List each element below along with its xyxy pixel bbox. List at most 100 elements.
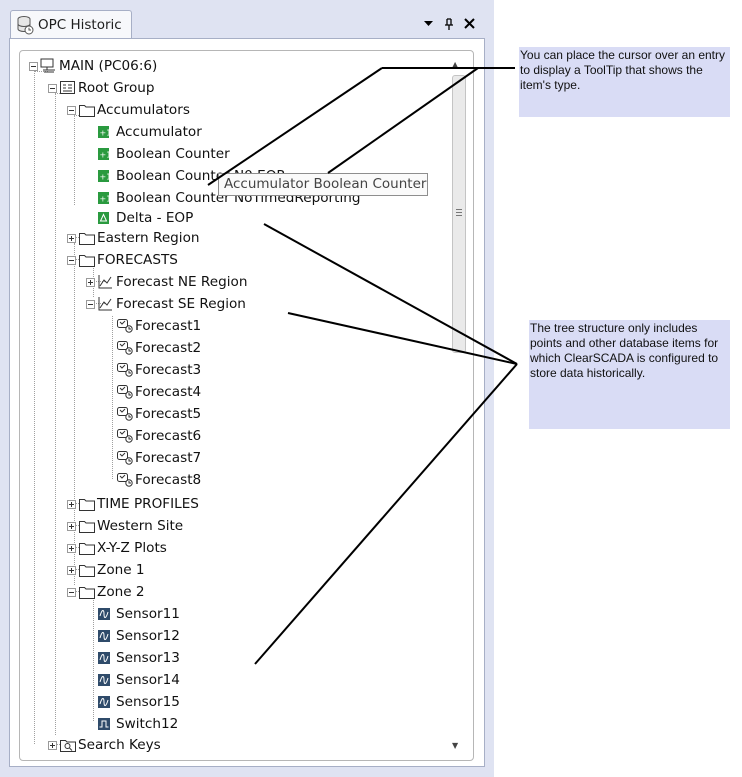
tree-node[interactable]: Forecast3 — [0, 360, 440, 380]
tree-connector-line — [93, 592, 94, 721]
expand-icon[interactable] — [67, 234, 76, 243]
folder-icon — [78, 252, 96, 272]
folder-icon — [78, 562, 96, 582]
tree-node[interactable]: Zone 2 — [0, 582, 440, 602]
forecast-chart-icon — [97, 296, 113, 316]
tree-node[interactable]: Forecast NE Region — [0, 272, 440, 292]
tree-node[interactable]: Sensor11 — [0, 604, 440, 624]
tree-connector-line — [74, 243, 75, 585]
tree-node[interactable]: Eastern Region — [0, 228, 440, 248]
tree-node[interactable]: Sensor14 — [0, 670, 440, 690]
tree-node-label: Forecast1 — [135, 318, 202, 334]
expand-icon[interactable] — [86, 278, 95, 287]
tree-node[interactable]: Forecast2 — [0, 338, 440, 358]
tree-node[interactable]: X-Y-Z Plots — [0, 538, 440, 558]
tree-node[interactable]: Forecast7 — [0, 448, 440, 468]
tree-node[interactable]: Forecast SE Region — [0, 294, 440, 314]
tree-node[interactable]: Zone 1 — [0, 560, 440, 580]
expand-icon[interactable] — [67, 544, 76, 553]
tree-node-label: Accumulator — [116, 124, 202, 140]
folder-icon — [78, 584, 96, 604]
collapse-icon[interactable] — [67, 588, 76, 597]
tree-node[interactable]: Sensor15 — [0, 692, 440, 712]
collapse-icon[interactable] — [86, 300, 95, 309]
tree-node-label: FORECASTS — [97, 252, 178, 268]
scroll-up-icon[interactable]: ▲ — [452, 60, 459, 69]
expand-icon[interactable] — [67, 522, 76, 531]
collapse-icon[interactable] — [48, 84, 57, 93]
tree-node[interactable]: Forecast1 — [0, 316, 440, 336]
folder-icon — [78, 496, 96, 516]
forecast-point-icon — [116, 472, 134, 492]
expand-icon[interactable] — [67, 566, 76, 575]
tree-node[interactable]: Switch12 — [0, 714, 440, 734]
tree-node[interactable]: TIME PROFILES — [0, 494, 440, 514]
scroll-down-icon[interactable]: ▼ — [452, 741, 459, 750]
folder-icon — [78, 518, 96, 538]
accumulator-icon: +1 — [97, 146, 111, 165]
tree-node[interactable]: Forecast6 — [0, 426, 440, 446]
tree-node[interactable]: Sensor13 — [0, 648, 440, 668]
accumulator-icon: +1 — [97, 190, 111, 209]
tree-node[interactable]: Forecast5 — [0, 404, 440, 424]
search-keys-icon — [59, 737, 77, 757]
tree-node[interactable]: Forecast4 — [0, 382, 440, 402]
tree-node-label: Sensor15 — [116, 694, 180, 710]
expand-icon[interactable] — [67, 500, 76, 509]
pin-icon[interactable] — [440, 14, 458, 34]
tree-connector-line — [34, 71, 48, 72]
tree-node-label: Zone 2 — [97, 584, 145, 600]
tree-connector-line — [34, 71, 35, 744]
forecast-point-icon — [116, 450, 134, 470]
tree-view[interactable] — [19, 50, 474, 761]
tree-node[interactable]: Root Group — [0, 78, 440, 98]
svg-text:+1: +1 — [100, 151, 112, 160]
tree-node-label: Sensor13 — [116, 650, 180, 666]
tree-node[interactable]: +1 Accumulator — [0, 122, 440, 142]
tree-node-label: Sensor14 — [116, 672, 180, 688]
tree-node-label: Forecast NE Region — [116, 274, 248, 290]
tree-node-label: Forecast8 — [135, 472, 202, 488]
dropdown-icon[interactable] — [420, 14, 438, 34]
root-group-icon — [59, 80, 77, 100]
tree-node[interactable]: Western Site — [0, 516, 440, 536]
scrollbar-thumb[interactable] — [452, 75, 466, 353]
collapse-icon[interactable] — [67, 106, 76, 115]
accumulator-icon: +1 — [97, 168, 111, 187]
tab-opc-historic[interactable]: OPC Historic — [10, 10, 132, 38]
tree-node[interactable]: Search Keys — [0, 735, 440, 755]
collapse-icon[interactable] — [29, 62, 38, 71]
svg-text:+1: +1 — [100, 173, 112, 182]
analog-point-icon — [97, 650, 111, 669]
tree-node-label: Eastern Region — [97, 230, 200, 246]
expand-icon[interactable] — [48, 741, 57, 750]
tree-node[interactable]: MAIN (PC06:6) — [0, 56, 440, 76]
digital-point-icon — [97, 716, 111, 735]
tree-node[interactable]: Sensor12 — [0, 626, 440, 646]
database-icon — [17, 16, 34, 35]
svg-text:+1: +1 — [100, 129, 112, 138]
tree-node-label: Boolean Counter — [116, 146, 230, 162]
tree-node-label: Forecast6 — [135, 428, 202, 444]
tree-node-label: Western Site — [97, 518, 184, 534]
tree-connector-line — [74, 115, 75, 205]
tree-node-label: Delta - EOP — [116, 210, 194, 226]
close-icon[interactable] — [460, 14, 478, 34]
tree-node[interactable]: Forecast8 — [0, 470, 440, 490]
analog-point-icon — [97, 694, 111, 713]
tree-node-label: Search Keys — [78, 737, 161, 753]
forecast-point-icon — [116, 340, 134, 360]
forecast-point-icon — [116, 362, 134, 382]
accumulator-icon: +1 — [97, 124, 111, 143]
tree-node[interactable]: Accumulators — [0, 100, 440, 120]
tree-node[interactable]: +1 Boolean Counter — [0, 144, 440, 164]
tree-connector-line — [55, 93, 56, 735]
forecast-point-icon — [116, 406, 134, 426]
collapse-icon[interactable] — [67, 256, 76, 265]
tree-node[interactable]: Delta - EOP — [0, 208, 440, 228]
tree-node-label: Zone 1 — [97, 562, 145, 578]
tree-node[interactable]: FORECASTS — [0, 250, 440, 270]
tree-node-label: Sensor11 — [116, 606, 180, 622]
tree-connector-line — [112, 316, 113, 479]
